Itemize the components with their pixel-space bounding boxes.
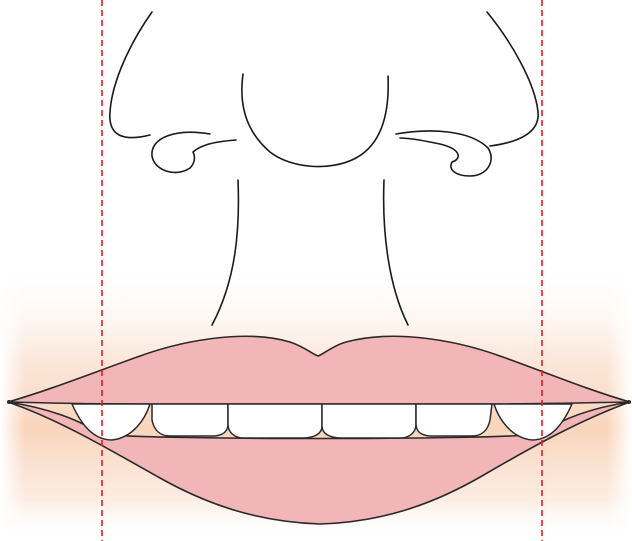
right-mouth-corner [627, 400, 631, 404]
nose-left-sidewall [110, 12, 152, 138]
nose-right-ala [396, 131, 491, 176]
tooth-left-lateral [152, 404, 228, 436]
left-mouth-corner [7, 400, 11, 404]
tooth-right-central [322, 404, 416, 438]
nose-left-ala [152, 132, 236, 172]
nose [110, 12, 538, 176]
nose-right-sidewall [487, 12, 538, 146]
tooth-left-central [228, 404, 322, 438]
nose-tip [242, 74, 388, 167]
tooth-right-lateral [416, 404, 492, 436]
